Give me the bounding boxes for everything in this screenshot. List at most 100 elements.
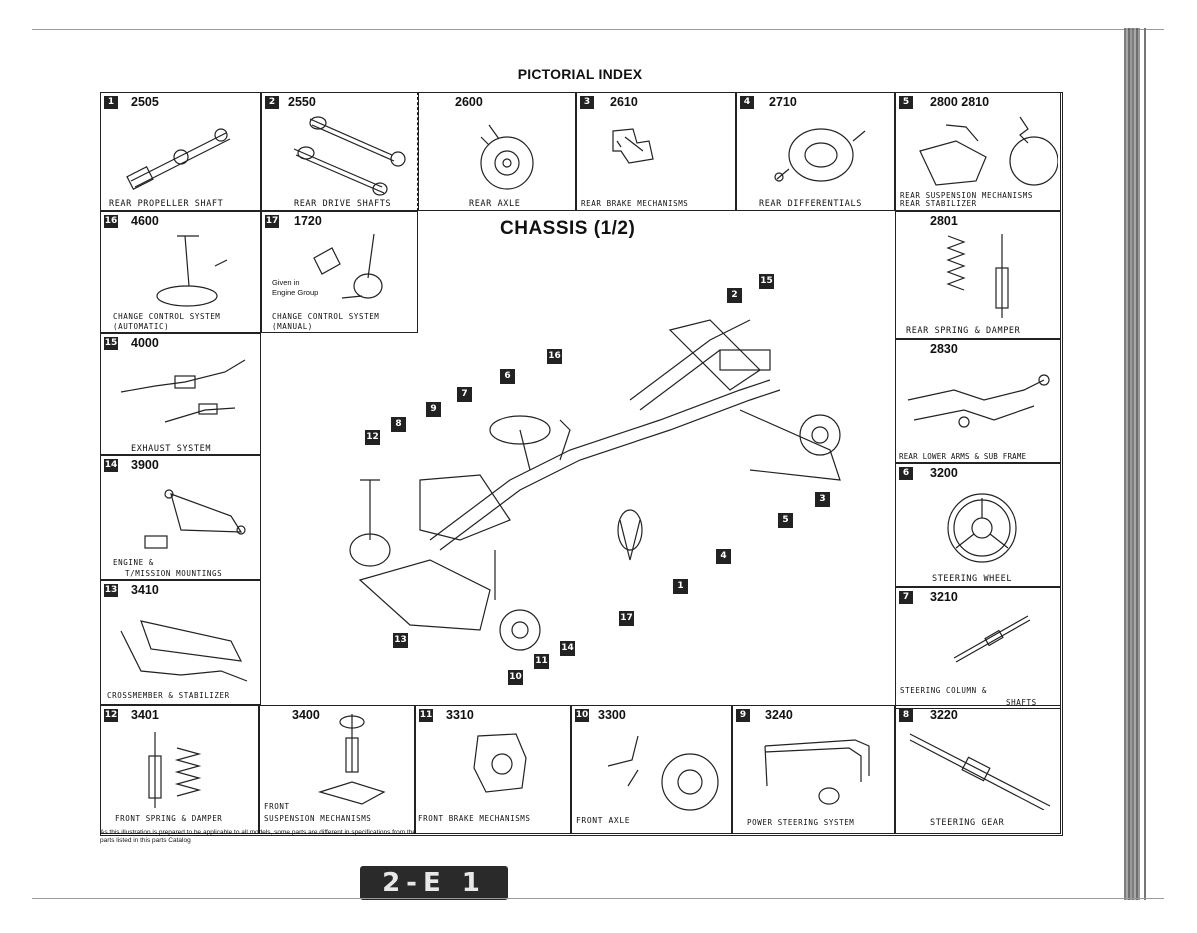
cell-rear-suspension-mechanisms[interactable]: 5 2800 2810 REAR SUSPENSION MECHANISMS R… — [895, 92, 1061, 211]
steering-gear-illustration — [909, 733, 1051, 810]
front-suspension-illustration — [317, 714, 386, 805]
cell-steering-wheel[interactable]: 6 3200 STEERING WHEEL — [895, 463, 1061, 587]
callout-marker-9[interactable]: 9 — [426, 402, 441, 417]
cell-rear-propeller-shaft[interactable]: 1 2505 REAR PROPELLER SHAFT — [100, 92, 261, 211]
front-spring-illustration — [148, 732, 202, 808]
callout-marker-14[interactable]: 14 — [560, 641, 575, 656]
part-code: 3401 — [131, 708, 159, 722]
cell-label: REAR AXLE — [469, 199, 521, 209]
cell-rear-drive-shafts[interactable]: 2 2550 REAR DRIVE SHAFTS — [261, 92, 418, 211]
cell-label: FRONT BRAKE MECHANISMS — [418, 814, 531, 823]
rear-suspension-illustration — [919, 116, 1058, 186]
part-code: 2710 — [769, 95, 797, 109]
part-code: 2505 — [131, 95, 159, 109]
callout-marker-13[interactable]: 13 — [393, 633, 408, 648]
rear-differential-illustration — [774, 128, 866, 182]
cell-front-brake-mechanisms[interactable]: 11 3310 FRONT BRAKE MECHANISMS — [415, 705, 571, 834]
cell-steering-gear[interactable]: 8 3220 STEERING GEAR — [895, 705, 1061, 834]
chassis-overview-illustration — [349, 319, 841, 651]
cell-change-control-manual[interactable]: 17 1720 Given in Engine Group CHANGE CON… — [261, 211, 418, 333]
cell-label-2: (AUTOMATIC) — [113, 322, 170, 331]
cell-label: STEERING GEAR — [930, 818, 1005, 828]
rear-brake-illustration — [612, 128, 654, 164]
part-code: 3240 — [765, 708, 793, 722]
cell-label: POWER STEERING SYSTEM — [747, 818, 855, 827]
callout-marker-10[interactable]: 10 — [508, 670, 523, 685]
cell-label: REAR SPRING & DAMPER — [906, 326, 1021, 336]
callout-marker-2[interactable]: 2 — [727, 288, 742, 303]
callout-marker-16[interactable]: 16 — [547, 349, 562, 364]
cell-label-2: SHAFTS — [1006, 698, 1037, 707]
part-code: 3300 — [598, 708, 626, 722]
part-code: 2550 — [288, 95, 316, 109]
cell-badge: 1 — [104, 96, 118, 109]
cell-label: STEERING WHEEL — [932, 574, 1013, 584]
part-code: 3220 — [930, 708, 958, 722]
cell-label: REAR SUSPENSION MECHANISMS — [900, 191, 1033, 200]
cell-label: FRONT AXLE — [576, 816, 631, 825]
front-axle-illustration — [607, 735, 719, 811]
cell-rear-lower-arms[interactable]: 2830 REAR LOWER ARMS & SUB FRAME — [895, 339, 1061, 463]
callout-marker-1[interactable]: 1 — [673, 579, 688, 594]
cell-rear-differentials[interactable]: 4 2710 REAR DIFFERENTIALS — [736, 92, 895, 211]
top-rule — [32, 29, 1164, 30]
cell-badge: 7 — [899, 591, 913, 604]
power-steering-illustration — [764, 739, 870, 805]
front-brake-illustration — [473, 733, 527, 793]
callout-marker-15[interactable]: 15 — [759, 274, 774, 289]
callout-marker-7[interactable]: 7 — [457, 387, 472, 402]
callout-marker-6[interactable]: 6 — [500, 369, 515, 384]
cell-engine-mountings[interactable]: 14 3900 ENGINE & T/MISSION MOUNTINGS — [100, 455, 261, 580]
bottom-rule — [32, 898, 1164, 899]
cell-label: REAR DRIVE SHAFTS — [294, 199, 392, 209]
callout-marker-8[interactable]: 8 — [391, 417, 406, 432]
cell-rear-brake-mechanisms[interactable]: 3 2610 REAR BRAKE MECHANISMS — [576, 92, 736, 211]
part-code: 2830 — [930, 342, 958, 356]
cell-label-2: T/MISSION MOUNTINGS — [125, 569, 223, 578]
callout-marker-4[interactable]: 4 — [716, 549, 731, 564]
cell-label: FRONT — [264, 802, 290, 811]
callout-marker-3[interactable]: 3 — [815, 492, 830, 507]
crossmember-illustration — [120, 620, 248, 682]
cell-label: CHANGE CONTROL SYSTEM — [113, 312, 221, 321]
cell-front-suspension[interactable]: 3400 FRONT SUSPENSION MECHANISMS — [259, 705, 415, 834]
cell-badge: 5 — [899, 96, 913, 109]
cell-label: STEERING COLUMN & — [900, 686, 987, 695]
cell-label: CHANGE CONTROL SYSTEM — [272, 312, 380, 321]
auto-shifter-illustration — [156, 235, 228, 307]
note-given-in: Given in — [272, 278, 300, 287]
cell-rear-axle[interactable]: 2600 REAR AXLE — [418, 92, 576, 211]
propeller-shaft-illustration — [126, 128, 231, 191]
part-code: 2800 2810 — [930, 95, 990, 109]
cell-crossmember-stabilizer[interactable]: 13 3410 CROSSMEMBER & STABILIZER — [100, 580, 261, 705]
part-code: 3410 — [131, 583, 159, 597]
page-title: PICTORIAL INDEX — [517, 66, 643, 82]
part-code: 4600 — [131, 214, 159, 228]
cell-change-control-automatic[interactable]: 16 4600 CHANGE CONTROL SYSTEM (AUTOMATIC… — [100, 211, 261, 333]
cell-front-axle[interactable]: 10 3300 FRONT AXLE — [571, 705, 732, 834]
part-code: 4000 — [131, 336, 159, 350]
cell-steering-column[interactable]: 7 3210 STEERING COLUMN & SHAFTS — [895, 587, 1061, 709]
note-engine-group: Engine Group — [272, 288, 319, 297]
mountings-illustration — [144, 489, 246, 549]
cell-label: REAR DIFFERENTIALS — [759, 199, 862, 209]
cell-exhaust-system[interactable]: 15 4000 EXHAUST SYSTEM — [100, 333, 261, 455]
steering-wheel-illustration — [947, 493, 1017, 563]
cell-power-steering[interactable]: 9 3240 POWER STEERING SYSTEM — [732, 705, 895, 834]
cell-rear-spring-damper[interactable]: 2801 REAR SPRING & DAMPER — [895, 211, 1061, 339]
part-code: 2600 — [455, 95, 483, 109]
callout-marker-5[interactable]: 5 — [778, 513, 793, 528]
cell-badge: 2 — [265, 96, 279, 109]
cell-front-spring-damper[interactable]: 12 3401 FRONT SPRING & DAMPER — [100, 705, 259, 834]
part-code: 3310 — [446, 708, 474, 722]
part-code: 1720 — [294, 214, 322, 228]
callout-marker-11[interactable]: 11 — [534, 654, 549, 669]
cell-label: REAR LOWER ARMS & SUB FRAME — [899, 452, 1027, 461]
callout-marker-17[interactable]: 17 — [619, 611, 634, 626]
section-title: CHASSIS (1/2) — [500, 218, 636, 239]
cell-badge: 13 — [104, 584, 118, 597]
cell-label-2: (MANUAL) — [272, 322, 313, 331]
callout-marker-12[interactable]: 12 — [365, 430, 380, 445]
part-code: 3900 — [131, 458, 159, 472]
page-edge-line — [1144, 28, 1146, 900]
